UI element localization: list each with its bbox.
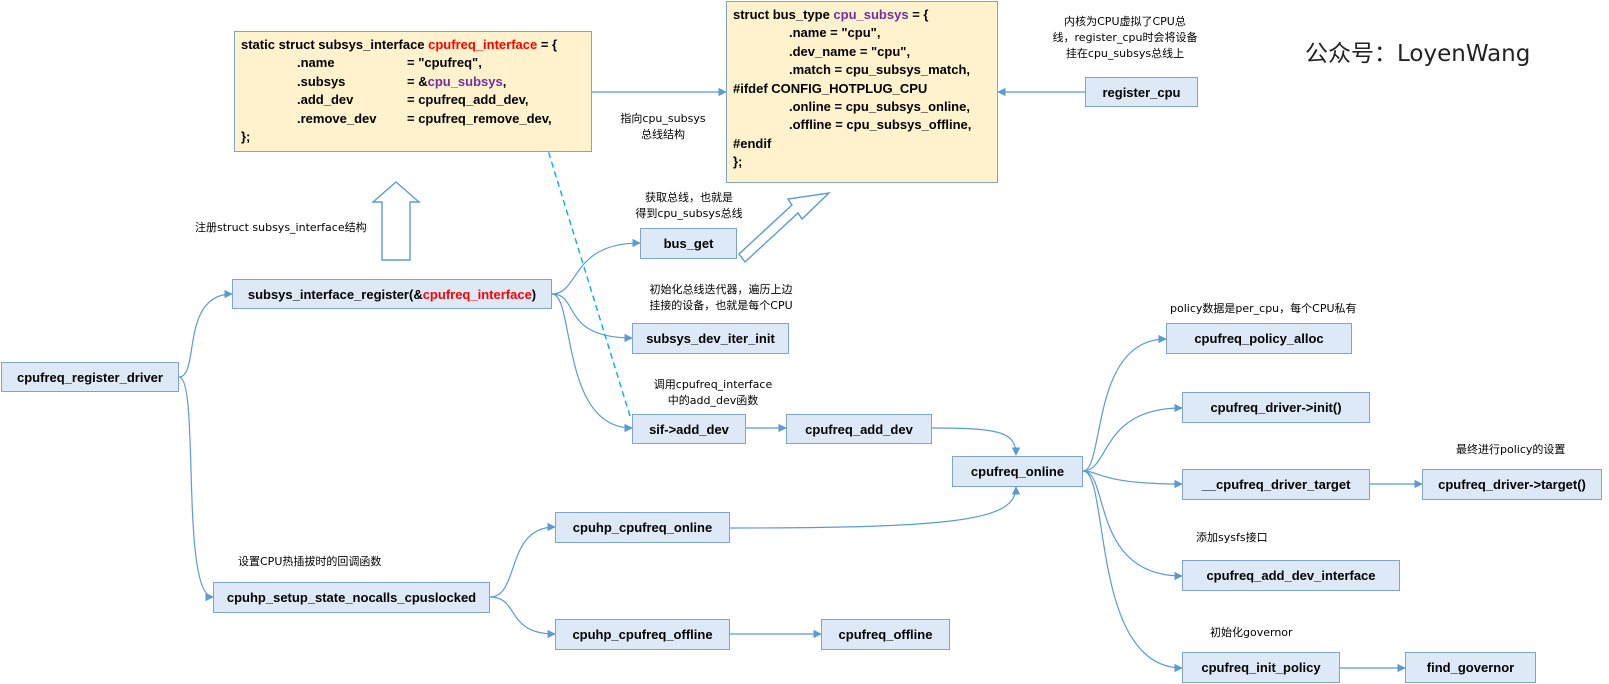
code-key: .remove_dev	[297, 110, 377, 126]
note-call-add-dev: 调用cpufreq_interface 中的add_dev函数	[645, 377, 781, 409]
edge-setup-to-hp-online	[489, 522, 556, 598]
code-line-endif: #endif	[733, 135, 772, 151]
code-line-name: .name = "cpufreq",	[241, 54, 585, 72]
block-arrow-diagonal	[738, 191, 832, 264]
note-line: 总线结构	[641, 128, 685, 141]
watermark-text: 公众号：LoyenWang	[1305, 41, 1531, 67]
node-label: subsys_interface_register(&	[247, 286, 423, 302]
node-sif-add-dev: sif->add_dev	[632, 414, 746, 444]
note-points-to-subsys: 指向cpu_subsys 总线结构	[608, 111, 718, 143]
code-line-match: .match = cpu_subsys_match,	[789, 62, 970, 78]
note-line: 得到cpu_subsys总线	[635, 207, 743, 220]
block-arrow-up	[371, 181, 421, 261]
code-text: = {	[537, 37, 558, 52]
node-cpuhp-setup-state: cpuhp_setup_state_nocalls_cpuslocked	[213, 582, 490, 613]
code-highlight-name: cpufreq_interface	[428, 37, 538, 52]
code-block-cpufreq-interface: static struct subsys_interface cpufreq_i…	[234, 31, 592, 152]
code-value: ,	[502, 73, 507, 89]
code-line-ifdef: #ifdef CONFIG_HOTPLUG_CPU	[733, 80, 928, 96]
edge-register-to-sif-add-dev	[551, 293, 633, 433]
edge-setup-to-hp-offline	[489, 596, 556, 639]
code-text: static struct subsys_interface	[241, 37, 429, 52]
note-line: 初始化总线迭代器，遍历上边	[649, 283, 793, 296]
edge-register-to-iter-init	[551, 293, 633, 343]
node-cpufreq-offline: cpufreq_offline	[821, 619, 950, 650]
edge-online-to-target-internal	[1082, 470, 1183, 489]
node-bus-get: bus_get	[640, 228, 737, 259]
node-find-governor: find_governor	[1405, 652, 1536, 683]
note-line: 调用cpufreq_interface	[653, 378, 773, 391]
node-label: )	[531, 286, 537, 302]
node-cpufreq-driver-target: cpufreq_driver->target()	[1422, 469, 1602, 500]
node-cpuhp-cpufreq-online: cpuhp_cpufreq_online	[555, 512, 730, 543]
code-line-header: static struct subsys_interface cpufreq_i…	[241, 36, 585, 54]
node-cpufreq-register-driver: cpufreq_register_driver	[1, 362, 179, 392]
code-line-remove-dev: .remove_dev = cpufreq_remove_dev,	[241, 110, 585, 128]
note-line: 线，register_cpu时会将设备	[1052, 31, 1198, 44]
code-value: = "cpufreq",	[407, 55, 482, 71]
code-line-subsys: .subsys = &cpu_subsys,	[241, 73, 585, 91]
code-highlight-subsys: cpu_subsys	[427, 73, 503, 89]
node-register-cpu: register_cpu	[1085, 77, 1198, 107]
edge-online-to-policy-alloc	[1082, 334, 1167, 472]
node-subsys-dev-iter-init: subsys_dev_iter_init	[632, 323, 789, 354]
note-line: 获取总线，也就是	[645, 191, 733, 204]
note-line: 中的add_dev函数	[667, 394, 759, 407]
edge-dashed-add-dev-pointer	[535, 117, 631, 417]
node-cpuhp-cpufreq-offline: cpuhp_cpufreq_offline	[555, 619, 730, 650]
code-line-header: struct bus_type cpu_subsys = {	[733, 6, 991, 24]
edge-online-to-add-dev-interface	[1082, 470, 1183, 581]
edge-online-to-driver-init	[1082, 403, 1183, 472]
note-init-governor: 初始化governor	[1210, 626, 1293, 639]
node-cpufreq-online: cpufreq_online	[952, 456, 1083, 487]
node-cpufreq-driver-target-internal: __cpufreq_driver_target	[1182, 469, 1370, 500]
code-key: .name	[297, 55, 335, 71]
code-highlight-name: cpu_subsys	[833, 7, 909, 22]
note-register-struct: 注册struct subsys_interface结构	[195, 221, 367, 234]
code-line-add-dev: .add_dev = cpufreq_add_dev,	[241, 91, 585, 109]
edge-hp-online-to-online	[729, 486, 1021, 529]
code-line-footer: };	[241, 128, 251, 144]
code-line-footer: };	[733, 154, 743, 170]
code-key: .subsys	[297, 73, 346, 89]
note-hotplug-callback: 设置CPU热插拔时的回调函数	[238, 555, 382, 568]
node-cpufreq-driver-init: cpufreq_driver->init()	[1182, 392, 1370, 423]
node-cpufreq-init-policy: cpufreq_init_policy	[1182, 652, 1340, 683]
note-policy-per-cpu: policy数据是per_cpu，每个CPU私有	[1170, 302, 1357, 315]
note-line: 内核为CPU虚拟了CPU总	[1064, 15, 1186, 28]
note-line: 挂接的设备，也就是每个CPU	[649, 299, 793, 312]
code-block-cpu-subsys: struct bus_type cpu_subsys = { .name = "…	[726, 1, 998, 183]
code-line-name: .name = "cpu",	[789, 25, 881, 41]
code-value: = cpufreq_remove_dev,	[407, 110, 552, 126]
code-value: = cpufreq_add_dev,	[407, 92, 529, 108]
code-text: = {	[908, 7, 929, 22]
node-subsys-interface-register: subsys_interface_register(&cpufreq_inter…	[232, 279, 552, 309]
code-value: = &	[407, 73, 428, 89]
note-kernel-virtual-bus: 内核为CPU虚拟了CPU总 线，register_cpu时会将设备 挂在cpu_…	[1030, 14, 1220, 62]
node-label-highlight: cpufreq_interface	[422, 286, 532, 302]
node-cpufreq-add-dev: cpufreq_add_dev	[786, 414, 932, 444]
edge-driver-to-subsys-register	[178, 289, 233, 378]
code-line-dev-name: .dev_name = "cpu",	[789, 43, 911, 59]
edge-add-dev-to-online	[931, 427, 1021, 456]
code-text: struct bus_type	[733, 7, 834, 22]
note-final-policy: 最终进行policy的设置	[1456, 443, 1566, 456]
edge-online-to-init-policy	[1082, 470, 1183, 673]
note-line: 指向cpu_subsys	[620, 112, 706, 125]
code-line-offline: .offline = cpu_subsys_offline,	[789, 117, 972, 133]
note-add-sysfs: 添加sysfs接口	[1196, 531, 1268, 544]
edge-driver-to-cpuhp-setup	[178, 376, 214, 602]
note-iter-init: 初始化总线迭代器，遍历上边 挂接的设备，也就是每个CPU	[628, 282, 814, 314]
note-get-bus: 获取总线，也就是 得到cpu_subsys总线	[620, 190, 758, 222]
node-cpufreq-add-dev-interface: cpufreq_add_dev_interface	[1182, 560, 1400, 591]
note-line: 挂在cpu_subsys总线上	[1065, 47, 1185, 60]
edge-register-to-bus-get	[551, 238, 641, 295]
node-cpufreq-policy-alloc: cpufreq_policy_alloc	[1166, 323, 1352, 354]
code-line-online: .online = cpu_subsys_online,	[789, 98, 970, 114]
code-key: .add_dev	[297, 92, 354, 108]
